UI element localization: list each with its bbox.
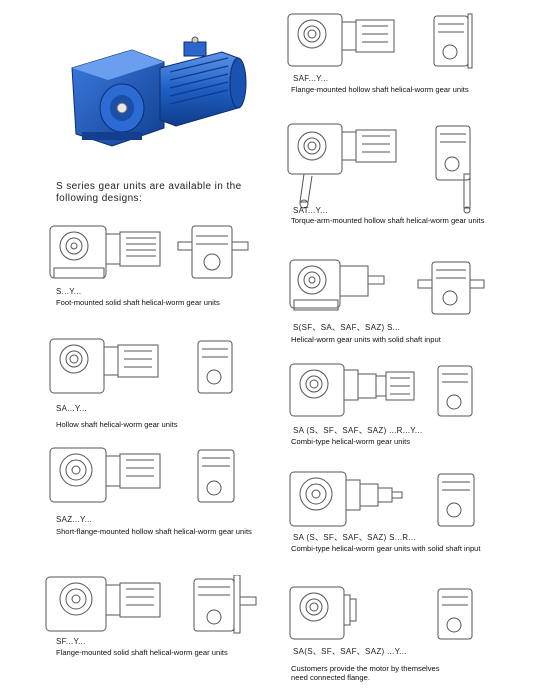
flange-mounted-solid-shaft-drawing [44,575,264,635]
flange-mounted-hollow-shaft-drawing [286,12,496,70]
design-code: SAF...Y... [293,74,329,83]
design-code: SA...Y... [56,404,88,413]
design-description: Flange-mounted hollow shaft helical-worm… [291,85,469,94]
intro-line-1: S series gear units are available in the [56,181,242,192]
design-description: Foot-mounted solid shaft helical-worm ge… [56,298,220,307]
short-flange-hollow-shaft-drawing [48,446,248,506]
design-description: Flange-mounted solid shaft helical-worm … [56,648,228,657]
design-code: SA(S、SF、SAF、SAZ) ...Y... [293,647,407,656]
design-code: SA (S、SF、SAF、SAZ) S...R... [293,533,416,542]
design-code: S...Y... [56,287,82,296]
design-code: SF...Y... [56,637,86,646]
design-description: Combi-type helical-worm gear units [291,437,411,446]
solid-shaft-input-drawing [288,256,498,318]
gear-unit-product-photo [52,28,262,158]
design-description: Short-flange-mounted hollow shaft helica… [56,527,252,536]
customer-motor-flange-drawing [288,585,498,643]
intro-line-2: following designs: [56,193,143,204]
design-description: Helical-worm gear units with solid shaft… [291,335,441,344]
foot-mounted-solid-shaft-drawing [48,222,268,284]
design-description: Combi-type helical-worm gear units with … [291,544,481,553]
design-code: SAZ...Y... [56,515,93,524]
hollow-shaft-drawing [48,337,248,397]
combi-type-solid-shaft-input-drawing [288,470,498,530]
torque-arm-hollow-shaft-drawing [286,120,496,216]
design-description: Torque-arm-mounted hollow shaft helical-… [291,216,485,225]
design-description: Customers provide the motor by themselve… [291,664,440,682]
design-code: SAT...Y... [293,206,328,215]
design-code: SA (S、SF、SAF、SAZ) ...R...Y... [293,426,423,435]
combi-type-drawing [288,362,498,422]
design-description: Hollow shaft helical-worm gear units [56,420,178,429]
design-code: S(SF、SA、SAF、SAZ) S... [293,323,401,332]
